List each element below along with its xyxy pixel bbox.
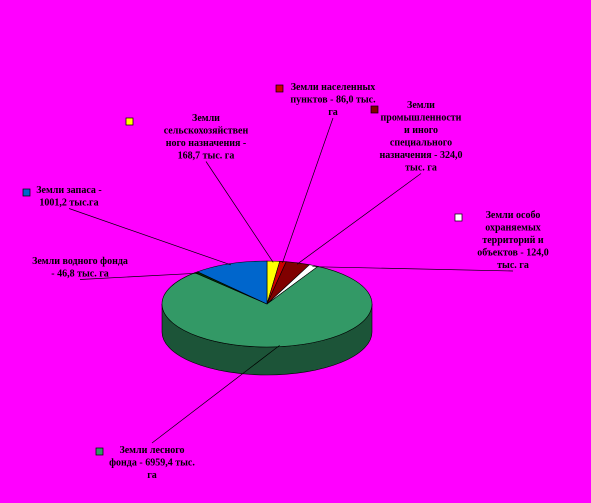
legend-swatch-2 bbox=[370, 105, 379, 114]
slice-label-3-line-0: Земли особо bbox=[486, 210, 541, 221]
slice-label-0-line-3: 168,7 тыс. га bbox=[178, 151, 235, 162]
slice-label-2-line-4: назначения - 324,0 bbox=[380, 150, 463, 161]
slice-label-3-line-1: охраняемых bbox=[485, 223, 541, 234]
slice-label-4-line-0: Земли лесного bbox=[119, 445, 184, 456]
pie-top bbox=[161, 260, 373, 348]
leader-line-3 bbox=[312, 266, 514, 272]
slice-label-3-line-4: тыс. га bbox=[497, 260, 529, 271]
slice-label-6: Земли запаса - 1001,2 тыс.га bbox=[36, 185, 101, 209]
legend-swatch-0 bbox=[125, 117, 134, 126]
slice-label-0-line-2: ного назначения - bbox=[166, 138, 247, 149]
slice-label-1-line-1: пунктов - 86,0 тыс. bbox=[290, 95, 376, 106]
slice-label-1-line-2: га bbox=[328, 107, 338, 118]
leader-line-6 bbox=[68, 208, 232, 266]
slice-label-2-line-3: специального bbox=[390, 138, 452, 149]
slice-label-6-line-0: Земли запаса - bbox=[36, 185, 101, 196]
slice-label-0-line-1: сельскохозяйствен bbox=[164, 126, 249, 137]
slice-label-0-line-0: Земли bbox=[192, 113, 220, 124]
slice-label-5-line-1: - 46,8 тыс. га bbox=[51, 269, 109, 280]
leader-line-5 bbox=[79, 272, 199, 280]
slice-label-4-line-1: фонда - 6959,4 тыс. bbox=[109, 458, 195, 469]
slice-label-6-line-1: 1001,2 тыс.га bbox=[39, 198, 98, 209]
slice-label-3-line-2: территорий и bbox=[482, 235, 544, 246]
slice-label-4-line-2: га bbox=[147, 470, 157, 481]
slice-label-2-line-2: и иного bbox=[404, 125, 438, 136]
legend-swatch-4 bbox=[95, 447, 104, 456]
pie-slice-6 bbox=[196, 260, 268, 305]
legend-swatch-3 bbox=[454, 213, 463, 222]
leader-line-4 bbox=[151, 345, 280, 444]
slice-label-1: Земли населенных пунктов - 86,0 тыс.га bbox=[290, 82, 376, 118]
slice-label-2-line-0: Земли bbox=[407, 100, 435, 111]
pie-slice-4 bbox=[161, 266, 373, 348]
slice-label-2-line-5: тыс. га bbox=[405, 163, 437, 174]
leader-line-0 bbox=[205, 161, 274, 263]
slice-label-5-line-0: Земли водного фонда bbox=[32, 256, 128, 267]
slice-label-3-line-3: объектов - 124,0 bbox=[477, 248, 549, 259]
slice-label-2-line-1: промышленности bbox=[381, 113, 462, 124]
legend-swatch-1 bbox=[275, 84, 284, 93]
slice-label-1-line-0: Земли населенных bbox=[291, 82, 376, 93]
slice-label-5: Земли водного фонда - 46,8 тыс. га bbox=[32, 256, 128, 280]
legend-swatch-6 bbox=[22, 188, 31, 197]
leader-line-1 bbox=[282, 117, 334, 263]
leader-line-2 bbox=[296, 173, 422, 265]
slice-label-4: Земли лесного фонда - 6959,4 тыс.га bbox=[109, 445, 195, 481]
